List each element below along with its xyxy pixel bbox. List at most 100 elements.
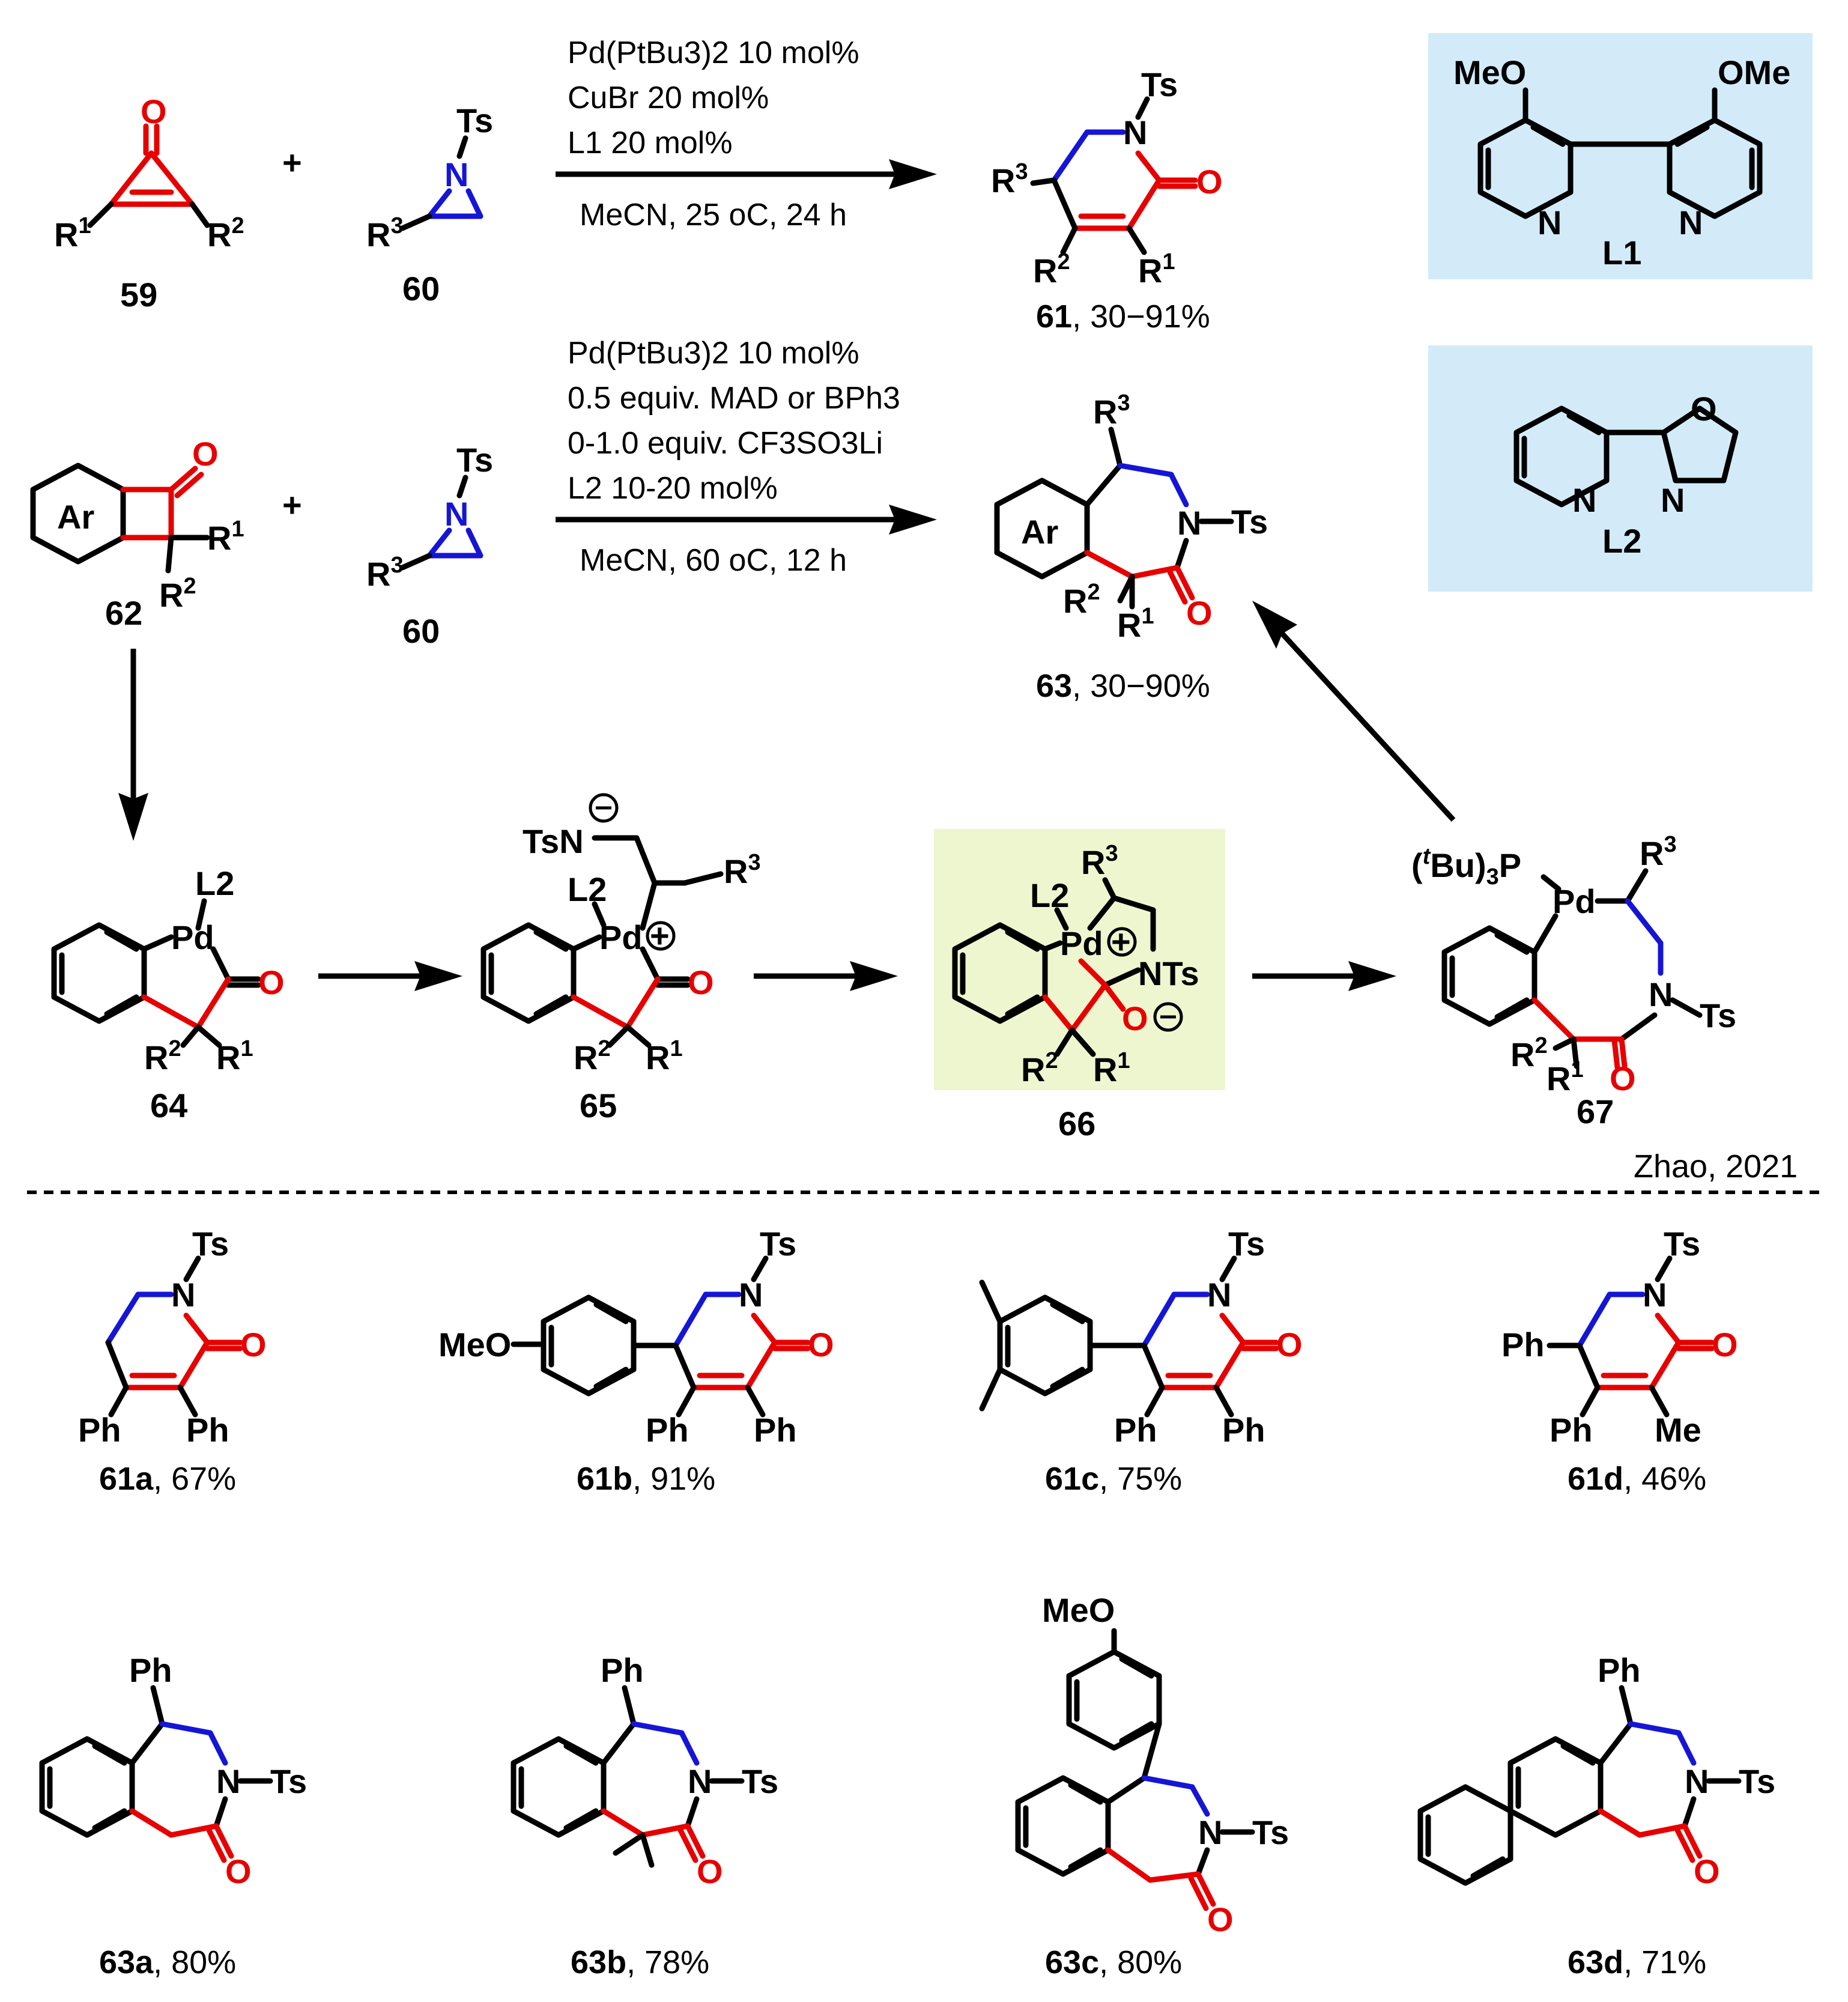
svg-text:61b, 91%: 61b, 91%: [577, 1461, 715, 1497]
svg-text:TsN: TsN: [523, 822, 584, 860]
yield: , 67%: [153, 1461, 236, 1497]
ligand-L2: N O N L2: [1428, 345, 1813, 592]
products-63-row: Ph N Ts O 63a, 80% Ph N: [39, 1591, 1775, 1980]
yield: , 78%: [626, 1944, 709, 1980]
svg-text:N: N: [1643, 1276, 1667, 1314]
svg-text:Ph: Ph: [129, 1651, 172, 1689]
compound-label: 60: [402, 270, 440, 308]
svg-text:R1: R1: [207, 517, 244, 557]
svg-text:N: N: [1198, 1813, 1222, 1851]
svg-text:NTs: NTs: [1138, 954, 1199, 992]
svg-text:R3: R3: [1093, 390, 1130, 431]
reaction-2: Ar O R1 R2 62 + Ts N R3 60 Pd(PtBu3: [30, 336, 1268, 704]
svg-text:+: +: [282, 144, 302, 181]
compound-61: N Ts O R3 R2 R1 61, 30−91%: [991, 65, 1223, 335]
svg-text:61c, 75%: 61c, 75%: [1045, 1461, 1182, 1497]
product-61c: N Ts O Ph Ph 61c, 75%: [979, 1225, 1303, 1497]
product-61d: Ph N Ts O Ph Me 61d, 46%: [1501, 1225, 1738, 1497]
pyridine-n-atom: N: [1679, 204, 1703, 241]
svg-text:Ph: Ph: [1598, 1651, 1641, 1689]
svg-text:R1: R1: [646, 1036, 683, 1076]
svg-text:Pd: Pd: [171, 918, 214, 956]
svg-text:L2: L2: [195, 864, 234, 902]
svg-text:Pd: Pd: [1060, 924, 1103, 962]
svg-text:N: N: [1123, 114, 1147, 151]
yield: , 75%: [1099, 1461, 1182, 1497]
svg-text:R1: R1: [1117, 604, 1154, 644]
svg-text:Ts: Ts: [1141, 65, 1178, 103]
svg-text:Ts: Ts: [760, 1225, 796, 1263]
svg-text:Ph: Ph: [186, 1411, 229, 1449]
compound-label: 61c: [1045, 1461, 1099, 1497]
compound-62: Ar O R1 R2 62: [30, 435, 244, 632]
compound-60: Ts N R3 60: [366, 102, 493, 308]
products-61-row: N Ts O Ph Ph 61a, 67% MeO: [78, 1225, 1738, 1497]
svg-text:+: +: [1111, 923, 1131, 960]
condition-solvent: MeCN, 60 oC, 12 h: [580, 543, 847, 578]
condition-ligand: L1 20 mol%: [568, 126, 733, 160]
mechanism: Pd L2 O R2 R1 64 Pd +: [51, 601, 1736, 1142]
svg-text:O: O: [1694, 1852, 1720, 1890]
svg-text:R2: R2: [144, 1036, 181, 1076]
compound-label: 63a: [99, 1944, 154, 1980]
compound-label: 63: [1036, 668, 1072, 704]
svg-text:N: N: [688, 1762, 712, 1800]
carbonyl-o-atom: O: [141, 93, 167, 130]
condition-catalyst: Pd(PtBu3)2 10 mol%: [568, 35, 859, 70]
intermediate-66: Pd + L2 R3 NTs O R2 R1 66: [934, 829, 1225, 1142]
yield: , 71%: [1623, 1944, 1706, 1980]
citation: Zhao, 2021: [1634, 1148, 1798, 1185]
svg-text:Ph: Ph: [78, 1411, 121, 1449]
svg-text:O: O: [240, 1326, 267, 1363]
svg-text:O: O: [1122, 999, 1148, 1037]
compound-label: 66: [1058, 1105, 1095, 1142]
product-61b: MeO N Ts O Ph Ph 61b, 91%: [438, 1225, 834, 1497]
yield: , 80%: [1099, 1944, 1182, 1980]
svg-text:N: N: [216, 1762, 240, 1800]
svg-text:63d, 71%: 63d, 71%: [1568, 1944, 1706, 1980]
svg-text:Ts: Ts: [456, 102, 493, 139]
svg-text:R3: R3: [366, 213, 404, 253]
svg-text:N: N: [1649, 975, 1673, 1013]
svg-text:O: O: [1610, 1060, 1636, 1097]
compound-63: Ar R3 N Ts O R2 R1 63, 30−90%: [994, 390, 1268, 704]
compound-60: Ts N R3 60: [366, 441, 493, 650]
svg-text:O: O: [192, 435, 219, 473]
product-63a: Ph N Ts O 63a, 80%: [39, 1651, 307, 1980]
svg-text:R3: R3: [366, 553, 404, 593]
yield: , 46%: [1623, 1461, 1706, 1497]
product-63c: MeO N Ts O 63c, 80%: [1015, 1591, 1289, 1980]
compound-label: 65: [580, 1087, 617, 1124]
reaction-1: O R1 R2 59 + Ts N R3 60 Pd(PtBu3)2 10 mo…: [54, 35, 1223, 335]
svg-text:Ph: Ph: [1550, 1411, 1593, 1449]
condition-catalyst: Pd(PtBu3)2 10 mol%: [568, 336, 859, 371]
pyridine-n-atom: N: [1537, 204, 1562, 241]
svg-text:Ph: Ph: [1114, 1411, 1157, 1449]
svg-text:R2: R2: [1033, 249, 1070, 290]
svg-text:L2: L2: [568, 870, 607, 908]
svg-text:63a, 80%: 63a, 80%: [99, 1944, 236, 1980]
ligand-label: L2: [1602, 522, 1641, 560]
svg-text:61a, 67%: 61a, 67%: [99, 1461, 236, 1497]
svg-text:Ts: Ts: [1228, 1225, 1265, 1263]
ligand-substituent: OMe: [1718, 53, 1790, 91]
svg-text:MeO: MeO: [438, 1326, 511, 1363]
svg-text:+: +: [650, 917, 670, 954]
oxazoline-o-atom: O: [1691, 390, 1717, 428]
compound-label: 63d: [1568, 1944, 1623, 1980]
svg-text:O: O: [1186, 594, 1213, 632]
compound-label: 63c: [1045, 1944, 1099, 1980]
svg-text:O: O: [1712, 1326, 1738, 1363]
svg-text:O: O: [1207, 1900, 1234, 1938]
reaction-arrow: [1280, 631, 1456, 822]
svg-text:O: O: [1276, 1326, 1303, 1363]
yield-range: , 30−90%: [1072, 668, 1210, 704]
svg-text:R1: R1: [216, 1036, 253, 1076]
ligand-label: L1: [1602, 234, 1641, 271]
condition-solvent: MeCN, 25 oC, 24 h: [580, 198, 847, 232]
svg-text:Me: Me: [1655, 1411, 1701, 1449]
compound-label: 67: [1577, 1093, 1614, 1130]
compound-label: 61d: [1568, 1461, 1623, 1497]
svg-text:R3: R3: [991, 159, 1028, 199]
intermediate-67: Pd (tBu)3P R3 N Ts O R2 R1 67: [1411, 832, 1736, 1130]
